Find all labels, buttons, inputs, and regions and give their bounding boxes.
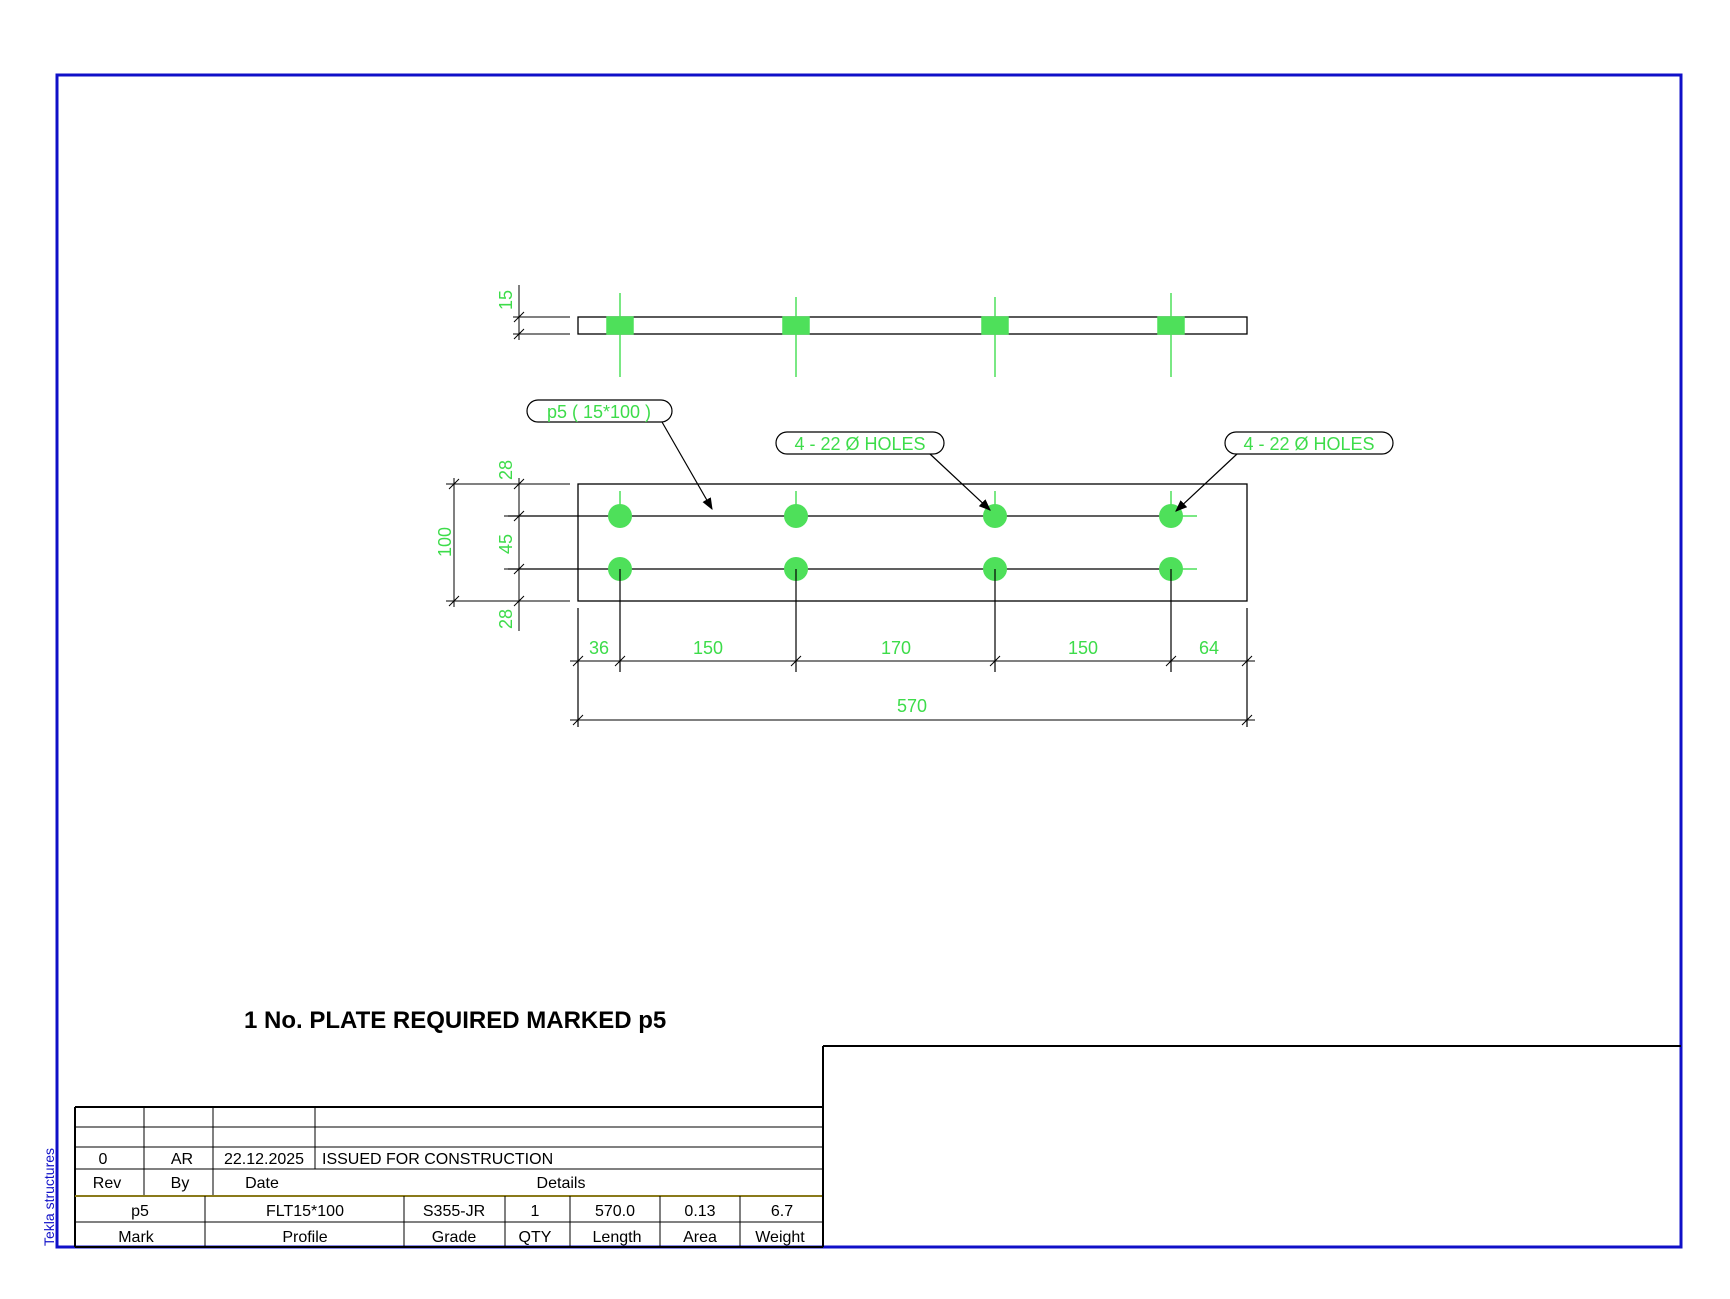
length-value: 570.0 [595, 1203, 635, 1220]
date-cell-value: 22.12.2025 [224, 1151, 304, 1168]
hole-centerlines [619, 491, 1197, 570]
drawing-frame [55, 73, 1683, 1249]
width-bottom-edge-text: 28 [496, 609, 516, 629]
qty-header: QTY [519, 1229, 552, 1246]
length-dim-3: 170 [881, 638, 911, 658]
holes-label-text-2: 4 - 22 Ø HOLES [1243, 434, 1374, 454]
area-header: Area [683, 1229, 717, 1246]
by-cell-value: AR [171, 1151, 193, 1168]
profile-header: Profile [282, 1229, 327, 1246]
mark-header: Mark [118, 1229, 155, 1246]
thickness-dim-text: 15 [496, 290, 516, 310]
hole-1 [608, 504, 632, 528]
width-top-edge-text: 28 [496, 460, 516, 480]
drawing-note: 1 No. PLATE REQUIRED MARKED p5 [244, 1007, 666, 1034]
grade-value: S355-JR [423, 1203, 485, 1220]
details-cell-value: ISSUED FOR CONSTRUCTION [322, 1151, 553, 1168]
plate-plan-outline [577, 483, 1248, 602]
length-dimension-lines [570, 655, 1255, 726]
holes-label-bubble-1 [775, 431, 945, 455]
details-header: Details [537, 1175, 586, 1192]
part-label-bubble [526, 399, 673, 423]
length-dim-4: 150 [1068, 638, 1098, 658]
date-header: Date [245, 1175, 279, 1192]
width-total-text: 100 [435, 527, 455, 557]
width-gauge-text: 45 [496, 534, 516, 554]
part-label-text: p5 ( 15*100 ) [547, 402, 651, 422]
hole-2 [784, 504, 808, 528]
holes-label-leader-2 [1175, 453, 1238, 512]
total-length-text: 570 [897, 696, 927, 716]
title-block [822, 1045, 1681, 1247]
side-bolt-markers [606, 293, 1185, 377]
holes-label-leader-1 [929, 453, 991, 511]
weight-header: Weight [755, 1229, 805, 1246]
width-dimension-lines [446, 478, 570, 631]
qty-value: 1 [531, 1203, 540, 1220]
area-value: 0.13 [684, 1203, 715, 1220]
profile-value: FLT15*100 [266, 1203, 344, 1220]
grade-header: Grade [432, 1229, 477, 1246]
part-table [75, 1107, 824, 1248]
length-header: Length [593, 1229, 642, 1246]
rev-cell-value: 0 [99, 1151, 108, 1168]
hole-extension-lines [577, 569, 1248, 727]
side-view: 15 [496, 285, 1248, 377]
rev-header: Rev [93, 1175, 121, 1192]
part-label-leader [661, 421, 713, 511]
by-header: By [171, 1175, 190, 1192]
holes-label-text-1: 4 - 22 Ø HOLES [794, 434, 925, 454]
thickness-dimension [513, 285, 570, 340]
plan-view: 100 28 45 28 36 150 170 150 64 570 p5 ( … [435, 399, 1394, 727]
holes-label-bubble-2 [1224, 431, 1394, 455]
vendor-tag: Tekla structures [41, 1148, 57, 1246]
length-dim-1: 36 [589, 638, 609, 658]
weight-value: 6.7 [771, 1203, 793, 1220]
length-dim-2: 150 [693, 638, 723, 658]
revision-table [74, 1106, 823, 1247]
mark-value: p5 [131, 1203, 149, 1220]
plate-side-outline [577, 316, 1248, 335]
length-dim-5: 64 [1199, 638, 1219, 658]
